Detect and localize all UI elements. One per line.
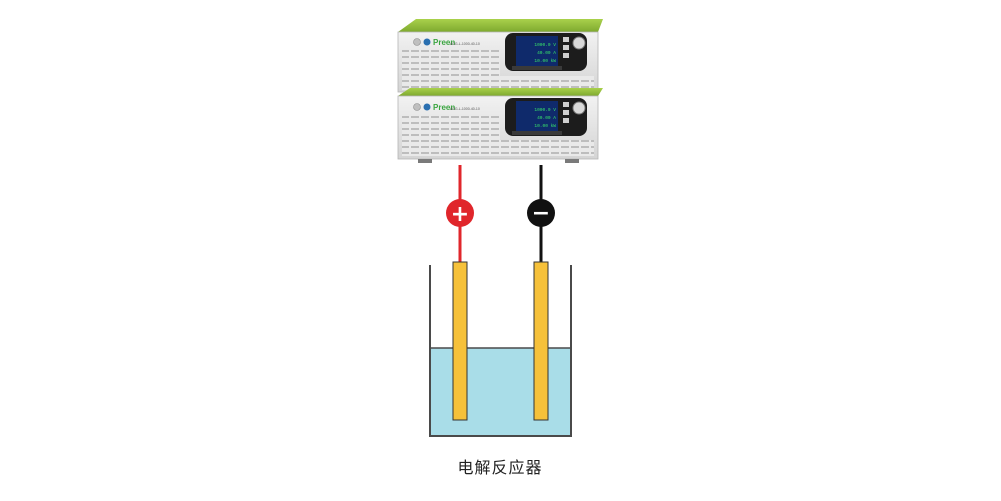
unit-2-foot-left bbox=[418, 159, 432, 163]
unit-1-display-power: 10.00 kW bbox=[534, 58, 556, 64]
unit-2-model: ADG-L-1000-40-10 bbox=[450, 107, 480, 111]
unit-2-display-current: 40.00 A bbox=[537, 115, 556, 121]
unit-2-top-panel bbox=[398, 88, 603, 96]
positive-terminal-symbol: + bbox=[451, 202, 469, 227]
unit-1-logo-icon bbox=[423, 38, 431, 46]
unit-2-power-icon bbox=[413, 103, 421, 111]
unit-2-display-screen bbox=[516, 101, 558, 131]
negative-terminal: − bbox=[527, 199, 555, 227]
unit-1-display-current: 40.00 A bbox=[537, 50, 556, 56]
unit-1-brand: Preen bbox=[433, 38, 455, 47]
positive-electrode bbox=[452, 261, 468, 421]
unit-2-logo-icon bbox=[423, 103, 431, 111]
electrolyte-liquid bbox=[430, 348, 571, 435]
positive-terminal: + bbox=[446, 199, 474, 227]
unit-2-key-3 bbox=[563, 118, 569, 123]
negative-terminal-symbol: − bbox=[532, 201, 550, 226]
unit-1-button-strip bbox=[512, 66, 562, 70]
unit-2-key-1 bbox=[563, 102, 569, 107]
unit-1-lower-vent bbox=[402, 76, 594, 90]
unit-1-key-3 bbox=[563, 53, 569, 58]
unit-1-model: ADG-L-1000-40-10 bbox=[450, 42, 480, 46]
unit-1-power-icon bbox=[413, 38, 421, 46]
unit-1-key-2 bbox=[563, 45, 569, 50]
unit-2-foot-right bbox=[565, 159, 579, 163]
unit-1-key-1 bbox=[563, 37, 569, 42]
negative-electrode bbox=[533, 261, 549, 421]
unit-2-knob-icon bbox=[572, 101, 586, 115]
reactor-vessel-wall bbox=[429, 265, 572, 437]
unit-1-display-screen bbox=[516, 36, 558, 66]
unit-1-top-panel bbox=[398, 19, 603, 32]
unit-2-display-power: 10.00 kW bbox=[534, 123, 556, 129]
unit-2-lower-vent bbox=[402, 140, 594, 156]
unit-2-button-strip bbox=[512, 131, 562, 135]
unit-1-display-voltage: 1000.0 V bbox=[534, 42, 556, 48]
reactor-caption: 电解反应器 bbox=[457, 458, 543, 477]
power-supply-unit-1: Preen ADG-L-1000-40-10 1000.0 V 40.00 A … bbox=[397, 19, 603, 93]
power-supply-unit-2: Preen ADG-L-1000-40-10 1000.0 V 40.00 A … bbox=[397, 88, 603, 163]
electrolysis-reactor bbox=[429, 261, 572, 437]
unit-2-brand: Preen bbox=[433, 103, 455, 112]
positive-terminal-icon bbox=[446, 199, 474, 227]
unit-1-knob-icon bbox=[572, 36, 586, 50]
unit-2-display-voltage: 1000.0 V bbox=[534, 107, 556, 113]
negative-terminal-icon bbox=[527, 199, 555, 227]
unit-2-key-2 bbox=[563, 110, 569, 115]
